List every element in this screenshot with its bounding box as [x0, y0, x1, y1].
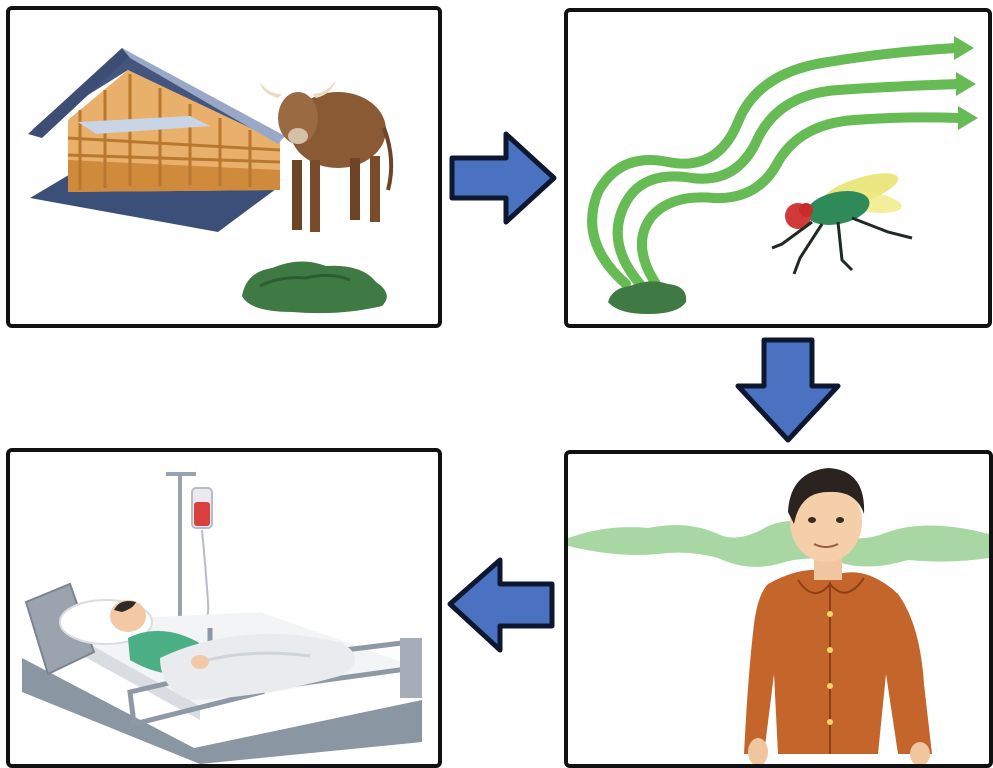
fly-icon [772, 166, 912, 274]
hospital-illustration [10, 452, 438, 764]
panel-barn-cattle [6, 6, 442, 328]
manure-icon [608, 281, 686, 314]
panel-person-inhaling [564, 450, 993, 768]
panel-hospital [6, 448, 442, 768]
right-flow-arrow [448, 128, 560, 228]
left-flow-arrow [444, 554, 558, 656]
manure-icon [242, 261, 387, 313]
odor-waves-icon [592, 48, 960, 284]
odor-fly-illustration [568, 12, 988, 324]
panel-odor-fly [564, 8, 992, 328]
barn-cattle-illustration [10, 10, 438, 324]
down-flow-arrow [730, 334, 846, 446]
person-icon [744, 468, 932, 764]
person-inhaling-illustration [568, 454, 989, 764]
barn-icon [28, 48, 285, 232]
smell-cloud-icon [568, 521, 989, 567]
